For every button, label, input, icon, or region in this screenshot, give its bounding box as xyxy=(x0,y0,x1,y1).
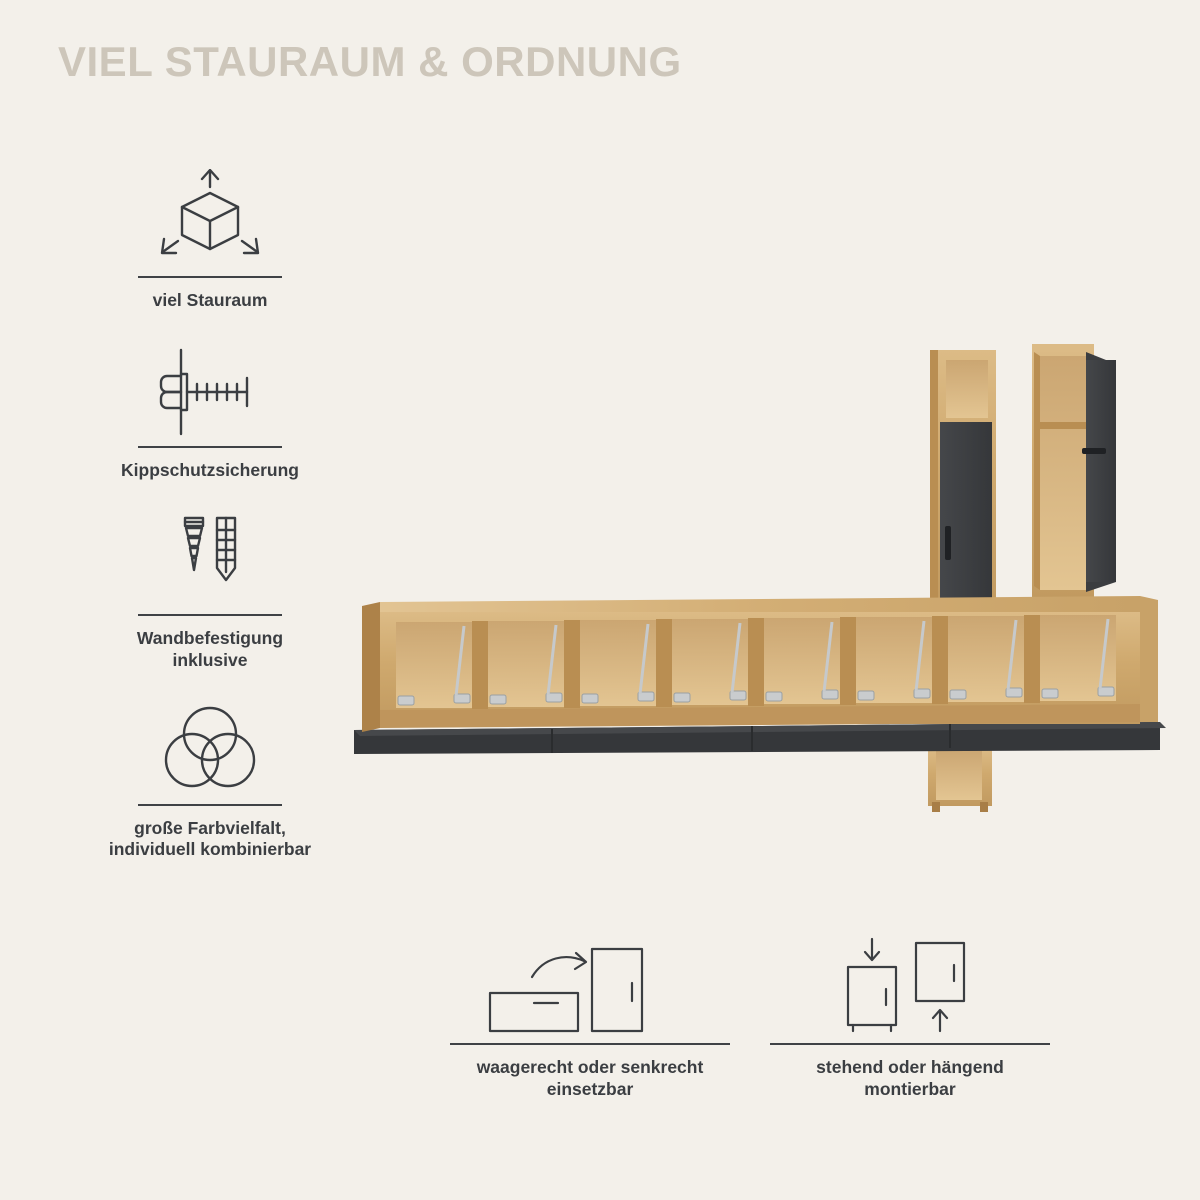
feature-item-storage: viel Stauraum xyxy=(60,168,360,312)
feature-caption: viel Stauraum xyxy=(152,290,268,310)
wall-shelf-furniture-set xyxy=(340,330,1180,830)
feature-item-color-variety: große Farbvielfalt, individuell kombinie… xyxy=(60,696,360,862)
feature-item-orientation: waagerecht oder senkrecht einsetzbar xyxy=(440,925,740,1101)
feature-divider xyxy=(138,613,282,616)
feature-list: viel Stauraum xyxy=(60,168,360,879)
feature-caption: Kippschutzsicherung xyxy=(121,459,299,480)
bottom-feature-list: waagerecht oder senkrecht einsetzbar xyxy=(440,925,1060,1101)
feature-caption-line2: individuell kombinierbar xyxy=(108,839,312,860)
feature-item-wall-mount: Wandbefestigung inklusive xyxy=(60,506,360,672)
feature-divider xyxy=(138,803,282,806)
feature-caption-line2: inklusive xyxy=(172,649,248,670)
feature-caption-line2: montierbar xyxy=(864,1078,956,1099)
long-wall-unit xyxy=(354,596,1166,754)
tall-cabinet-right xyxy=(1032,344,1116,598)
wall-screw-anchor-icon xyxy=(60,338,360,446)
horizontal-or-vertical-icon xyxy=(440,925,740,1035)
feature-caption-line2: einsetzbar xyxy=(546,1078,634,1099)
three-circles-venn-icon xyxy=(60,696,360,804)
feature-caption: waagerecht oder senkrecht xyxy=(476,1057,704,1077)
feature-divider xyxy=(770,1043,1050,1045)
feature-item-mounting: stehend oder hängend montierbar xyxy=(760,925,1060,1101)
feature-caption: Wandbefestigung xyxy=(136,627,284,648)
tall-cabinet-left xyxy=(930,350,996,618)
page-title: VIEL STAURAUM & ORDNUNG xyxy=(58,38,682,85)
cube-arrows-icon xyxy=(60,168,360,276)
feature-divider xyxy=(138,445,282,448)
feature-divider xyxy=(138,276,282,278)
pedestal-cabinet xyxy=(928,748,992,812)
feature-divider xyxy=(450,1043,730,1045)
feature-item-tip-protection: Kippschutzsicherung xyxy=(60,338,360,482)
feature-caption: große Farbvielfalt, xyxy=(134,817,286,838)
standing-or-hanging-icon xyxy=(760,925,1060,1035)
screw-and-dowel-icon xyxy=(60,506,360,614)
feature-caption: stehend oder hängend xyxy=(816,1057,1004,1077)
